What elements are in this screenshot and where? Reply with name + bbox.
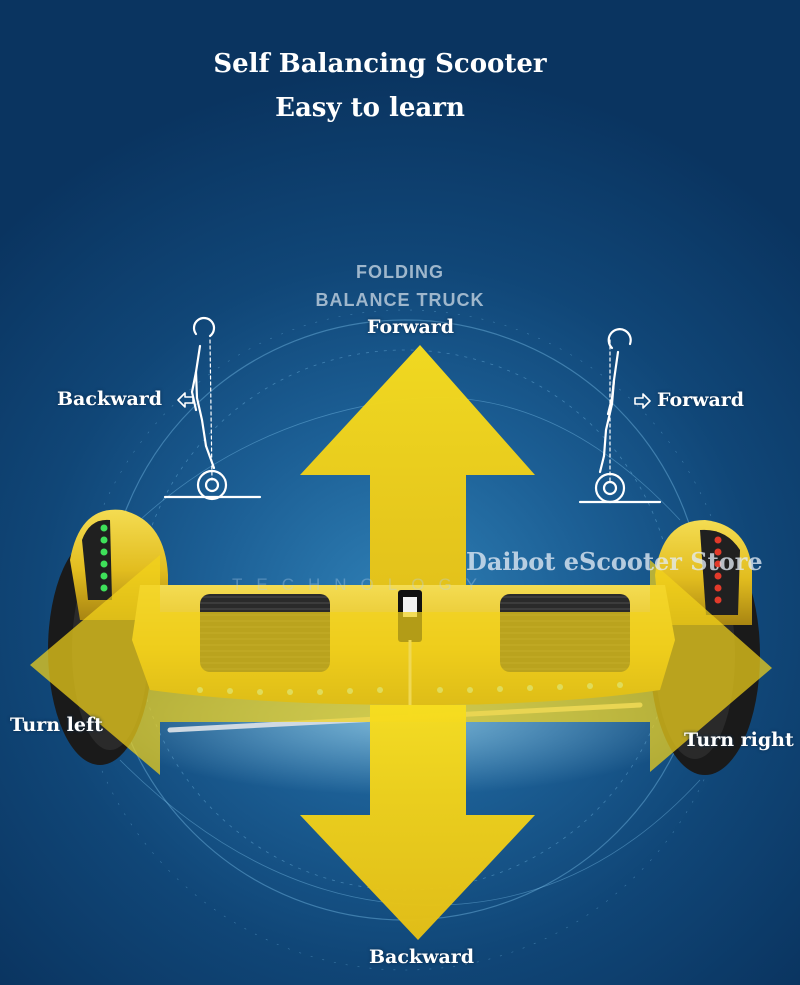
left-led-strip: [100, 524, 108, 592]
arrow-left-outline-icon: [177, 392, 194, 408]
arrow-forward-shape: [300, 345, 535, 630]
label-forward-right: Forward: [657, 389, 745, 411]
label-backward-bottom: Backward: [369, 946, 475, 968]
store-watermark: Daibot eScooter Store: [466, 547, 763, 576]
right-led-strip: [714, 536, 722, 604]
arrow-right-outline-icon: [634, 393, 651, 409]
rider-lean-back-icon: [163, 316, 262, 501]
arrow-turn-shape: [30, 555, 772, 775]
technology-text: TECHNOLOGY: [232, 575, 492, 594]
arrow-backward-shape: [300, 705, 535, 940]
label-turn-right: Turn right: [684, 729, 794, 751]
title-line-1: Self Balancing Scooter: [213, 49, 547, 79]
brand-line-2: BALANCE TRUCK: [315, 290, 485, 310]
brand-text: FOLDING BALANCE TRUCK: [300, 258, 500, 314]
label-backward-left: Backward: [57, 388, 163, 410]
rider-lean-forward-icon: [578, 328, 662, 504]
label-forward-top: Forward: [367, 316, 455, 338]
brand-line-1: FOLDING: [356, 262, 444, 282]
title-line-2: Easy to learn: [275, 93, 465, 123]
label-turn-left: Turn left: [10, 714, 103, 736]
